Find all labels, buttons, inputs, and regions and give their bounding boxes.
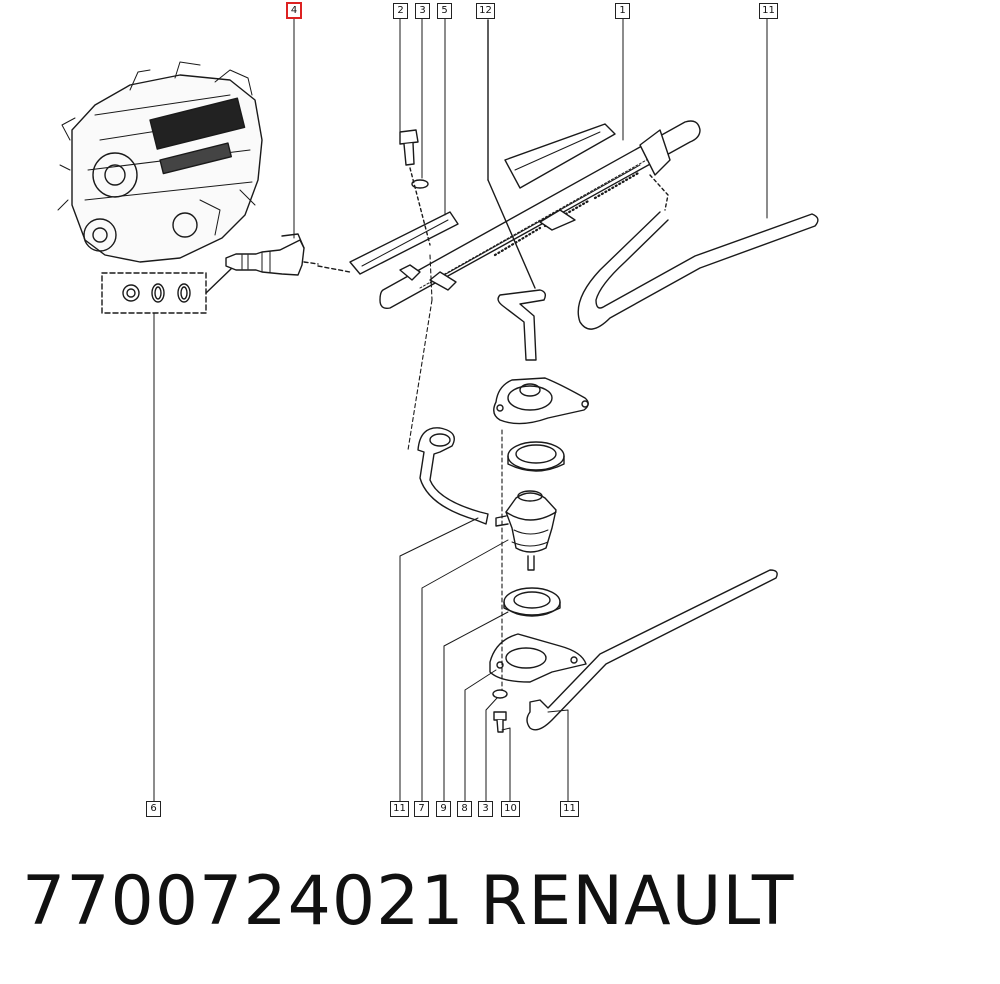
callout-12[interactable]: 12 xyxy=(476,3,495,19)
brand-name: RENAULT xyxy=(480,862,795,941)
callout-7[interactable]: 7 xyxy=(414,801,429,817)
elbow-connector xyxy=(487,19,547,361)
callout-5[interactable]: 5 xyxy=(437,3,452,19)
mount-plate-lower xyxy=(489,633,587,683)
assembly-guides xyxy=(407,254,503,691)
callout-6[interactable]: 6 xyxy=(146,801,161,817)
pressure-regulator xyxy=(495,490,557,571)
callout-2[interactable]: 2 xyxy=(393,3,408,19)
return-hose xyxy=(577,211,819,330)
callout-11-left[interactable]: 11 xyxy=(390,801,409,817)
callout-11-top[interactable]: 11 xyxy=(759,3,778,19)
callout-1[interactable]: 1 xyxy=(615,3,630,19)
callout-10[interactable]: 10 xyxy=(501,801,520,817)
bolt-top xyxy=(399,129,431,246)
callout-11-right[interactable]: 11 xyxy=(560,801,579,817)
callout-4[interactable]: 4 xyxy=(286,2,302,19)
callout-8[interactable]: 8 xyxy=(457,801,472,817)
bolt-bottom xyxy=(492,689,508,733)
seal-ring-upper xyxy=(507,441,565,472)
exploded-parts-diagram xyxy=(57,17,819,803)
callout-3-bottom[interactable]: 3 xyxy=(478,801,493,817)
leader-lines xyxy=(153,17,768,803)
mount-plate-top xyxy=(493,377,589,425)
feed-hose xyxy=(526,569,778,731)
vacuum-hose xyxy=(417,427,489,525)
callout-9[interactable]: 9 xyxy=(436,801,451,817)
injector xyxy=(225,233,351,276)
part-number: 7700724021 xyxy=(22,862,465,941)
seal-kit xyxy=(101,267,233,314)
callout-3-top[interactable]: 3 xyxy=(415,3,430,19)
engine-illustration xyxy=(57,61,263,263)
fuel-rail xyxy=(349,120,701,310)
seal-ring-lower xyxy=(503,587,561,617)
